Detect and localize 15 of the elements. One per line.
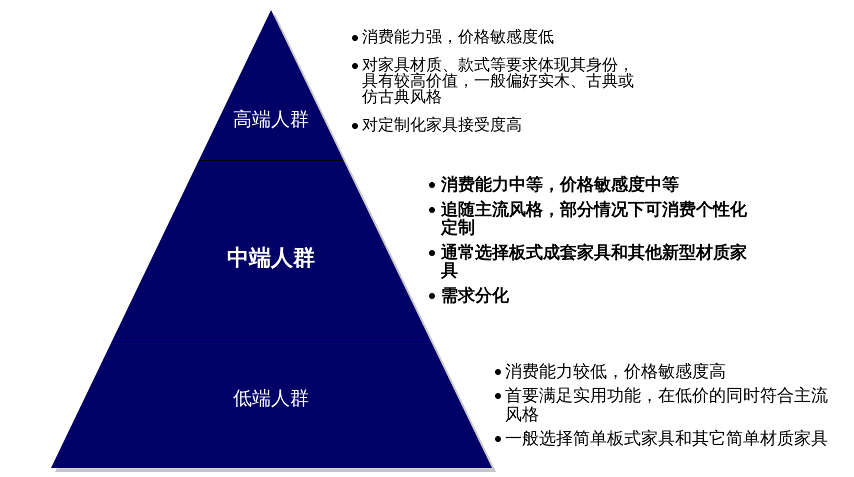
tier-label: 中端人群	[226, 246, 315, 270]
bullet-text: 对家具材质、款式等要求体现其身份，具有较高价值，一般偏好实木、古典或仿古典风格	[362, 58, 635, 106]
bullet-text: 通常选择板式成套家具和其他新型材质家具	[441, 244, 748, 280]
bullet-text: 需求分化	[441, 287, 509, 305]
bullet-text: 首要满足实用功能，在低价的同时符合主流风格	[505, 386, 829, 424]
bullet-text: 消费能力中等，价格敏感度中等	[441, 176, 679, 194]
tier-label: 低端人群	[233, 390, 309, 410]
bullet-text: 消费能力较低，价格敏感度高	[505, 362, 726, 381]
bullet-text: 对定制化家具接受度高	[362, 118, 522, 134]
pyramid-tier	[198, 10, 344, 160]
bullet-text: 消费能力强，价格敏感度低	[362, 30, 554, 46]
pyramid-tier	[51, 341, 492, 468]
bullet-text: 追随主流风格，部分情况下可消费个性化定制	[441, 201, 748, 237]
tier-label: 高端人群	[232, 110, 309, 132]
bullet-text: 一般选择简单板式家具和其它简单材质家具	[505, 429, 828, 448]
